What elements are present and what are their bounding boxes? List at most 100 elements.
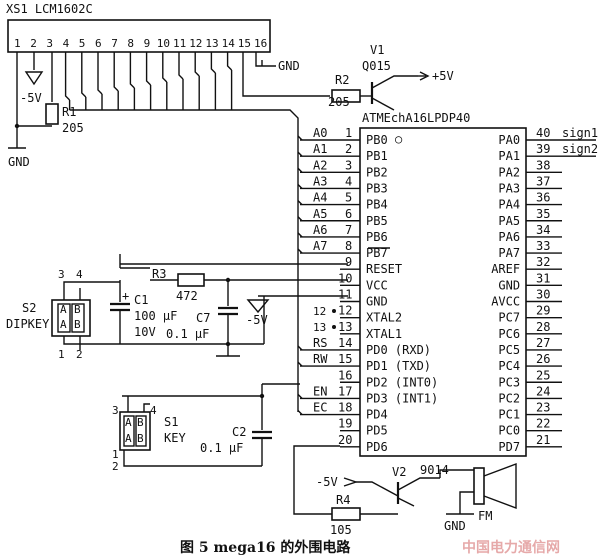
- fm-bottom-wire: [459, 491, 474, 514]
- bus-net-label: A3: [313, 174, 327, 188]
- xtal2-dot: [332, 309, 336, 313]
- neg5v-triangle-2: [246, 299, 270, 314]
- bus-net-label: RS: [313, 336, 327, 350]
- s2-b-bottom: B: [74, 318, 81, 331]
- mcu-pin-number: 6: [345, 207, 352, 221]
- v2-collector: [397, 477, 440, 491]
- mcu-pin-number: 38: [536, 158, 550, 172]
- s1-pin4-wire: [143, 403, 150, 412]
- mcu-pin-number: 13: [338, 320, 352, 334]
- lcd-pin-number: 11: [173, 37, 186, 50]
- s1-type: KEY: [164, 431, 186, 445]
- mcu-pin-name: PA0: [498, 133, 520, 147]
- lcd-pin-number: 9: [144, 37, 151, 50]
- neg5v-label-3: -5V: [316, 475, 338, 489]
- mcu-pin-number: 2: [345, 142, 352, 156]
- lcd-bus-wire: [226, 52, 233, 71]
- lcd-bus-collector: [69, 109, 299, 124]
- bus-tap-bend: [297, 216, 303, 222]
- r2-value: 205: [328, 95, 350, 109]
- mcu-pin-number: 31: [536, 271, 550, 285]
- mcu-pin-number: 24: [536, 384, 550, 398]
- r1-name: R1: [62, 105, 76, 119]
- s1-name: S1: [164, 415, 178, 429]
- mcu-pin-number: 27: [536, 336, 550, 350]
- mcu-pin-name: PA3: [498, 181, 520, 195]
- bus-net-label: A4: [313, 191, 327, 205]
- mcu-pin-name: PB2: [366, 165, 388, 179]
- s1-slot-b: [135, 415, 147, 447]
- pd0-circle-mark: ○: [395, 132, 402, 146]
- lcd-bus-wire: [194, 52, 200, 77]
- r4-name: R4: [336, 493, 350, 507]
- s1-a-bottom: A: [125, 432, 132, 445]
- lcd-label: XS1 LCM1602C: [6, 2, 93, 16]
- mcu-pin-number: 11: [338, 288, 352, 302]
- lcd-pin-number: 14: [222, 37, 236, 50]
- r1-resistor: [45, 103, 59, 125]
- s1-a-top: A: [125, 416, 132, 429]
- lcd-pin-number: 16: [254, 37, 267, 50]
- mcu-pin-name: PC0: [498, 424, 520, 438]
- bus-net-label: A7: [313, 239, 327, 253]
- lcd-pin-number: 15: [238, 37, 251, 50]
- r1-value: 205: [62, 121, 84, 135]
- mcu-pin-name: PD3 (INT1): [366, 391, 438, 405]
- mcu-pin-number: 23: [536, 401, 550, 415]
- bus-tap-bend: [297, 135, 303, 141]
- s2-name: S2: [22, 301, 36, 315]
- c2-name: C2: [232, 425, 246, 439]
- v2-name: V2: [392, 465, 406, 479]
- bus-tap-bend: [297, 361, 303, 367]
- v1-name: V1: [370, 43, 384, 57]
- mcu-pin-number: 32: [536, 255, 550, 269]
- bus-net-label: EN: [313, 384, 327, 398]
- mcu-pin-name: PB1: [366, 149, 388, 163]
- mcu-pin-number: 1: [345, 126, 352, 140]
- s1-slot-a: [123, 415, 135, 447]
- lcd-pin-number: 1: [14, 37, 21, 50]
- fm-name: FM: [478, 509, 492, 523]
- s2-pin1-wire: [63, 336, 90, 345]
- lcd-bus-wire: [178, 52, 184, 80]
- xtal1-dot: [332, 325, 336, 329]
- s1-pin2: 2: [112, 460, 119, 473]
- bus-net-label: A6: [313, 223, 327, 237]
- bus-net-label: A1: [313, 142, 327, 156]
- lcd-pin-number: 4: [63, 37, 70, 50]
- mcu-pin-number: 5: [345, 191, 352, 205]
- mcu-pin-name: RESET: [366, 262, 402, 276]
- lcd-pin-number: 2: [30, 37, 37, 50]
- s2-a-bottom: A: [60, 318, 67, 331]
- s1-bottom-wire: [123, 450, 262, 467]
- mcu-pin-name: AREF: [491, 262, 520, 276]
- mcu-pin-name: XTAL1: [366, 327, 402, 341]
- neg5v-label-2: -5V: [246, 313, 268, 327]
- s1-top-wire: [122, 384, 263, 397]
- lcd-pin-number: 7: [111, 37, 118, 50]
- bus-net-label: EC: [313, 401, 327, 415]
- lcd-pin-number: 10: [157, 37, 170, 50]
- gnd-left-label: GND: [8, 155, 30, 169]
- lcd-pin-number: 6: [95, 37, 102, 50]
- lcd-bus-wire: [97, 52, 103, 95]
- mcu-pin-name: PD1 (TXD): [366, 359, 431, 373]
- mcu-pin-name: PA4: [498, 198, 520, 212]
- s1-b-bottom: B: [137, 432, 144, 445]
- s2-pin3-wire: [63, 281, 120, 300]
- junction: [14, 123, 20, 129]
- junction: [259, 393, 265, 399]
- mcu-pin-number: 25: [536, 368, 550, 382]
- mcu-pin-number: 35: [536, 207, 550, 221]
- bus-net-label: A2: [313, 158, 327, 172]
- neg5v-arrow: [343, 477, 359, 487]
- mcu-pin-number: 15: [338, 352, 352, 366]
- bus-tap-bend: [297, 345, 303, 351]
- s1-pin3: 3: [112, 404, 119, 417]
- c1-plus: +: [122, 289, 129, 303]
- s2-slot-b: [71, 303, 85, 333]
